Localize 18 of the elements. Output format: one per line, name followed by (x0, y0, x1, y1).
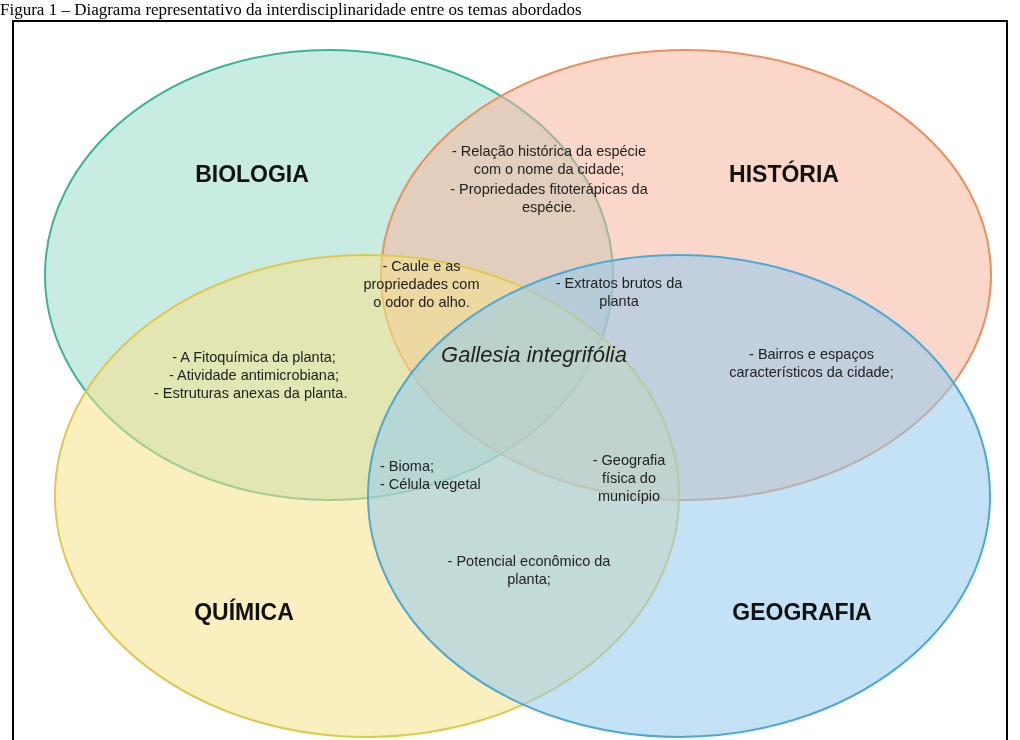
figure-title: Figura 1 – Diagrama representativo da interdisciplinaridade entre os temas abordados (0, 0, 582, 20)
topic-text: - Extratos brutos da planta (554, 274, 684, 311)
topic-text: - Caule e as propriedades com o odor do alho. (362, 257, 481, 312)
set-heading: BIOLOGIA (195, 160, 309, 188)
topic-text: - Potencial econômico da planta; (446, 552, 612, 589)
species-name: Gallesia integrifólia (440, 341, 628, 369)
topic-text: - Atividade antimicrobiana; (167, 366, 341, 385)
topic-text: - Bairros e espaços característicos da cidade; (728, 345, 895, 382)
set-heading: GEOGRAFIA (732, 598, 872, 626)
set-heading: HISTÓRIA (729, 160, 839, 188)
topic-text: - Bioma; (380, 457, 435, 476)
topic-text: - Geografia física do município (591, 451, 667, 506)
topic-text: - Propriedades fitoterápicas da espécie. (449, 180, 649, 217)
topic-text: - A Fitoquímica da planta; (171, 348, 337, 367)
topic-text: - Relação histórica da espécie com o nome da cidade; (450, 142, 648, 179)
topic-text: - Célula vegetal (380, 475, 482, 494)
topic-text: - Estruturas anexas da planta. (154, 384, 349, 403)
set-heading: QUÍMICA (194, 598, 294, 626)
